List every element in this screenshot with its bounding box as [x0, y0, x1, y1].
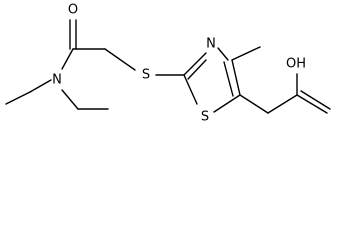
amide-nitrogen-label: N — [52, 73, 62, 88]
bond — [231, 46, 261, 61]
bond — [5, 91, 31, 105]
bond — [267, 94, 298, 114]
bond — [217, 47, 229, 61]
thioether-sulfur-label: S — [142, 68, 150, 83]
bond-ring-double — [223, 61, 234, 97]
bond — [183, 52, 207, 76]
bond-carbonyl-double — [296, 94, 328, 114]
thiazole-nitrogen-label: N — [206, 37, 216, 52]
hydroxyl-label: OH — [286, 57, 306, 72]
bond-ring-double — [187, 59, 207, 80]
bond — [239, 94, 269, 114]
bond — [183, 74, 198, 105]
thiazole-sulfur-label: S — [201, 110, 209, 125]
carbonyl-oxygen-label: O — [68, 3, 78, 18]
bond-carbonyl-double — [300, 90, 331, 110]
chemical-structure: O N S N S OH — [5, 3, 331, 125]
bond — [104, 48, 136, 71]
bond — [61, 89, 79, 110]
bond — [213, 94, 241, 113]
bond — [61, 48, 74, 70]
bond — [29, 79, 52, 93]
bond-ring-double — [231, 59, 241, 96]
